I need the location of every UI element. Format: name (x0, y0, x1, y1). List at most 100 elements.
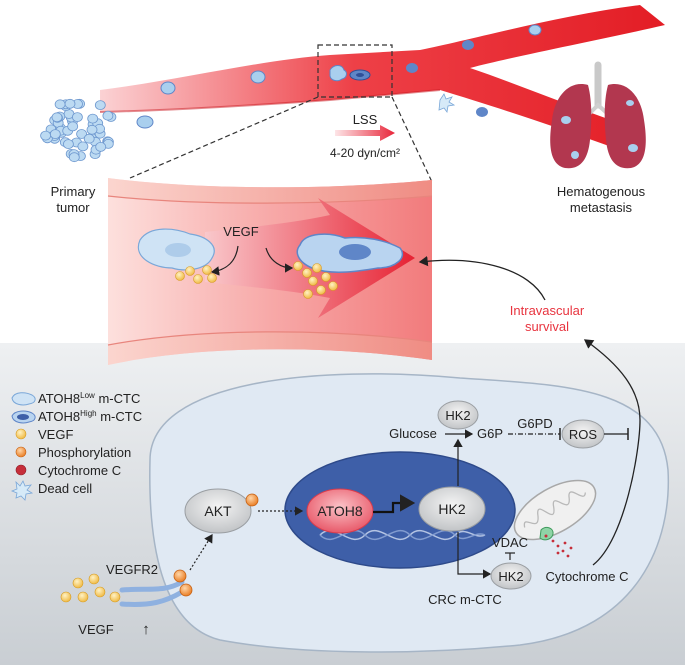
legend-label: VEGF (38, 427, 73, 442)
tumor-cell-icon (40, 130, 51, 141)
atoh8-low-cell-icon (11, 392, 36, 406)
tumor-cell-icon (64, 98, 76, 109)
nucleus-icon (339, 244, 371, 260)
vegf-dot-icon (72, 577, 84, 589)
hematogenous-label-1: Hematogenous (557, 184, 646, 199)
hk2-top-node (437, 400, 479, 430)
vegf-arrow-left (210, 245, 239, 276)
hk2-nucleus-label: HK2 (438, 501, 465, 517)
vegf-arrow-right (265, 247, 294, 273)
hk2-bottom-label: HK2 (498, 569, 523, 584)
lungs-icon (550, 61, 646, 169)
vegf-dot-icon (207, 273, 217, 283)
legend-label: Phosphorylation (38, 445, 131, 460)
cytochrome-c-release (551, 539, 573, 558)
atoh8-label: ATOH8 (317, 503, 363, 519)
g6p-label: G6P (477, 426, 503, 441)
legend-item: Phosphorylation (15, 445, 131, 460)
cytochrome-c-dot-icon (563, 541, 567, 545)
mitochondrion-icon (513, 479, 597, 541)
intravascular-label-2: survival (525, 319, 569, 334)
tumor-cell-icon (68, 152, 80, 163)
legend: ATOH8Low m-CTC ATOH8High m-CTC VEGF Phospho… (10, 391, 142, 501)
zoom-line-right (391, 96, 433, 183)
primary-tumor-icon (40, 98, 117, 163)
glucose-label: Glucose (389, 426, 437, 441)
vegf-dots-top (175, 261, 338, 299)
dead-cell-icon (438, 93, 456, 113)
cytochrome-c-dot-icon (556, 544, 560, 548)
vegf-dot-icon (109, 591, 121, 603)
legend-item: VEGF (15, 427, 73, 442)
tumor-cell-icon (77, 141, 89, 152)
cytochrome-c-dot-icon (556, 551, 560, 555)
vegf-dot-icon (94, 586, 106, 598)
shear-value-label: 4-20 dyn/cm² (330, 146, 400, 160)
tumor-cell-icon (72, 112, 83, 122)
tumor-cell-icon (49, 129, 61, 140)
phosphorylation-dot-icon (15, 446, 27, 458)
cytochrome-c-dot-icon (15, 464, 27, 476)
hk2-top-label: HK2 (445, 408, 470, 423)
hematogenous-label-2: metastasis (570, 200, 633, 215)
zoom-line-left (129, 96, 319, 179)
vegf-bottom-label: VEGF (78, 622, 113, 637)
lss-label: LSS (353, 112, 378, 127)
vegf-top-label: VEGF (223, 224, 258, 239)
tumor-cell-icon (51, 112, 63, 123)
tumor-cell-icon (87, 113, 99, 124)
primary-tumor-label-1: Primary (51, 184, 96, 199)
dead-cell-icon (10, 480, 34, 501)
vegf-dot-icon (293, 261, 303, 271)
legend-item: Cytochrome C (15, 463, 121, 478)
tumor-cell-icon (63, 139, 74, 150)
vegf-dot-icon (185, 266, 195, 276)
hk2-bottom-node (490, 562, 532, 590)
vegf-dot-icon (202, 265, 212, 275)
legend-label: Cytochrome C (38, 463, 121, 478)
tumor-cell-icon (76, 129, 87, 139)
vegf-dot-icon (77, 591, 89, 603)
vdac-label: VDAC (492, 535, 528, 550)
to-survival-arrow (583, 339, 641, 566)
detaching-cell-icon (136, 115, 154, 129)
hk2-to-mito-arrow (457, 532, 492, 579)
vegf-dot-icon (88, 573, 100, 585)
cytochrome-c-dot-icon (566, 554, 570, 558)
zoom-box (317, 44, 393, 98)
vegf-dot-icon (316, 285, 326, 295)
phosphorylation-dot-icon (245, 493, 259, 507)
vegf-dots-bottom (60, 573, 121, 603)
cell-name-label: CRC m-CTC (428, 592, 502, 607)
legend-item: ATOH8Low m-CTC (11, 391, 140, 406)
g6pd-label: G6PD (517, 416, 552, 431)
vegf-dot-icon (15, 428, 27, 440)
legend-item: ATOH8High m-CTC (11, 409, 142, 424)
vegf-dot-icon (312, 263, 322, 273)
vegf-dot-icon (321, 272, 331, 282)
intravascular-label-1: Intravascular (510, 303, 585, 318)
atoh8-to-hk2-arrow (373, 494, 416, 514)
legend-label: Dead cell (38, 481, 92, 496)
legend-label: ATOH8High m-CTC (38, 409, 142, 424)
circulating-cells-top (160, 24, 542, 117)
tumor-cell-icon (102, 110, 114, 121)
vegf-dot-icon (328, 281, 338, 291)
phosphorylation-dot-icon (179, 583, 193, 597)
tumor-cell-icon (94, 100, 106, 110)
vegfr2-receptor-icon (119, 579, 185, 607)
vegf-dot-icon (302, 268, 312, 278)
zoomed-vessel (107, 178, 433, 365)
lss-arrow-icon (335, 125, 395, 141)
cytochrome-c-label: Cytochrome C (545, 569, 628, 584)
nucleus-icon (17, 414, 29, 420)
vegf-up-arrow-icon: ↑ (142, 621, 150, 638)
legend-label: ATOH8Low m-CTC (38, 391, 140, 406)
cytochrome-c-dot-icon (569, 546, 573, 550)
phosphorylation-dot-icon (173, 569, 187, 583)
nucleus-icon (165, 243, 191, 257)
vegfr2-label: VEGFR2 (106, 562, 158, 577)
vegf-dot-icon (303, 289, 313, 299)
